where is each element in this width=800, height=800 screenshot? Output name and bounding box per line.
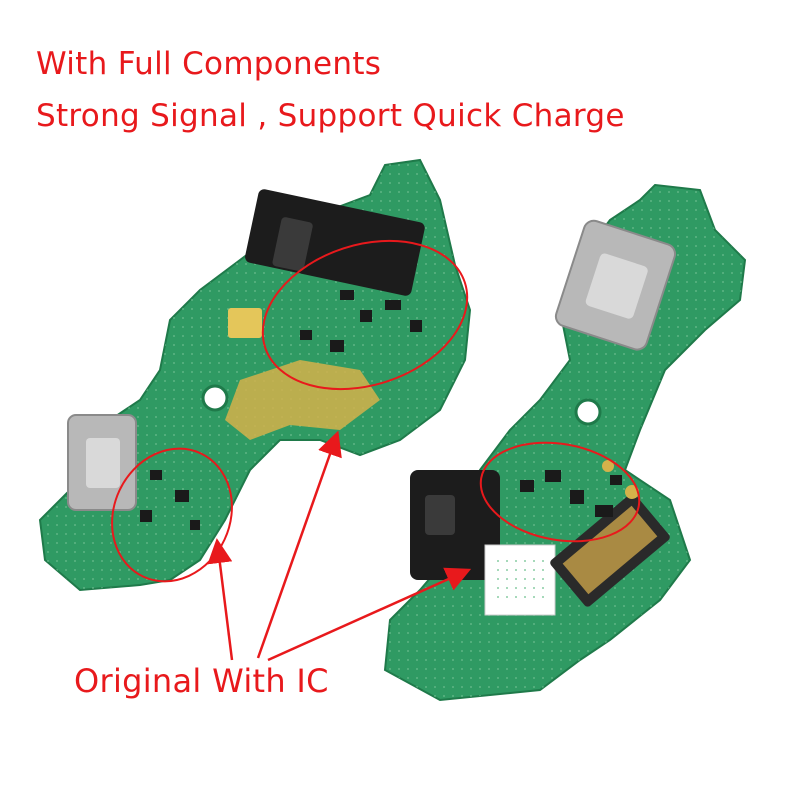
caption-original-ic: Original With IC — [74, 662, 329, 700]
left-pcb-board — [38, 158, 472, 592]
audio-jack-icon — [245, 189, 425, 296]
flex-connector-icon — [550, 493, 670, 607]
right-pcb-board — [383, 183, 747, 702]
callout-arrows — [207, 430, 472, 662]
caption-full-components: With Full Components — [36, 46, 382, 82]
ic-chip-icon — [520, 470, 622, 517]
audio-jack-icon — [410, 470, 500, 580]
caption-signal-charge: Strong Signal , Support Quick Charge — [36, 98, 625, 134]
ic-chip-icon — [140, 290, 422, 530]
usb-c-port-icon — [67, 414, 137, 511]
gold-pad — [228, 308, 262, 338]
usb-c-port-icon — [554, 219, 677, 351]
